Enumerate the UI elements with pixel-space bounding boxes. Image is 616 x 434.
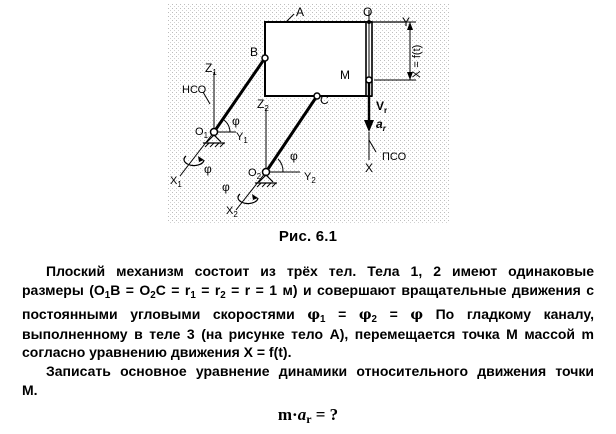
rotation-arrow-2 (237, 193, 259, 205)
task-statement: Записать основное уравнение динамики отн… (22, 362, 594, 399)
crank-1 (212, 57, 267, 133)
label-o2: O2 (248, 167, 262, 181)
problem-statement: Плоский механизм состоит из трёх тел. Те… (22, 262, 594, 362)
mechanism-figure: A O Y X = f(t) B Z1 НСО M Z2 C Vr ar O1 … (168, 3, 450, 223)
label-z2: Z2 (257, 97, 269, 113)
support-o2 (258, 174, 274, 183)
label-phi-low: φ (222, 180, 230, 194)
vr-arrowhead (364, 120, 374, 132)
x1-axis (179, 131, 215, 177)
phi1-arc (223, 119, 231, 133)
problem-line-5: согласно уравнению движения X = f(t). (22, 344, 292, 360)
formula: m·ar = ? (277, 405, 339, 426)
label-nso: НСО (182, 84, 207, 96)
label-x2: X2 (226, 205, 238, 219)
pso-leader (368, 139, 377, 153)
label-pso: ПСО (382, 151, 407, 163)
body-a-block (264, 21, 372, 97)
label-b: B (250, 45, 258, 59)
dimension-arrow-top (407, 22, 413, 30)
x2-axis (235, 171, 267, 211)
label-y1: Y1 (236, 131, 248, 145)
problem-line-3: постоянными угловыми скоростями φ1 = φ2 … (22, 306, 594, 325)
joint-c (313, 92, 321, 100)
ground-o2-hatch (256, 182, 277, 188)
label-y2: Y2 (304, 171, 316, 185)
crank-2 (264, 95, 319, 173)
ground-o1-hatch (204, 142, 225, 148)
label-x1: X1 (170, 175, 182, 189)
problem-line-4: выполненному в теле 3 (на рисунке тело A… (22, 325, 594, 342)
support-o1 (206, 134, 222, 143)
label-a-leader (285, 13, 295, 23)
label-phi-left: φ (204, 162, 212, 176)
label-x-axis: X (365, 161, 373, 175)
label-phi2: φ (290, 149, 298, 163)
label-c: C (320, 93, 329, 107)
label-phi1: φ (232, 114, 240, 128)
task-line-1: Записать основное уравнение динамики отн… (46, 363, 594, 379)
label-vr: Vr (376, 99, 387, 115)
figure-caption: Рис. 6.1 (278, 228, 338, 245)
label-ar: ar (376, 117, 387, 133)
label-o1: O1 (195, 126, 209, 140)
label-a: A (296, 5, 304, 19)
label-x-eq: X = f(t) (411, 45, 423, 78)
task-line-2: M. (22, 381, 38, 398)
problem-line-1: Плоский механизм состоит из трёх тел. Те… (46, 263, 594, 279)
phi2-arc (277, 158, 284, 173)
joint-b (261, 54, 269, 62)
label-z1: Z1 (205, 61, 217, 77)
rotation-arrowhead-1 (198, 156, 204, 162)
nso-leader (202, 91, 211, 105)
problem-line-2: размеры (O1B = O2C = r1 = r2 = r = 1 м) … (22, 281, 594, 301)
point-o (367, 20, 371, 24)
dimension-arrow-bottom (407, 72, 413, 80)
label-m: M (340, 68, 350, 82)
rotation-arrow-1 (183, 155, 205, 167)
rotation-arrowhead-2 (252, 194, 258, 200)
label-y: Y (402, 15, 410, 29)
label-o: O (363, 5, 372, 19)
